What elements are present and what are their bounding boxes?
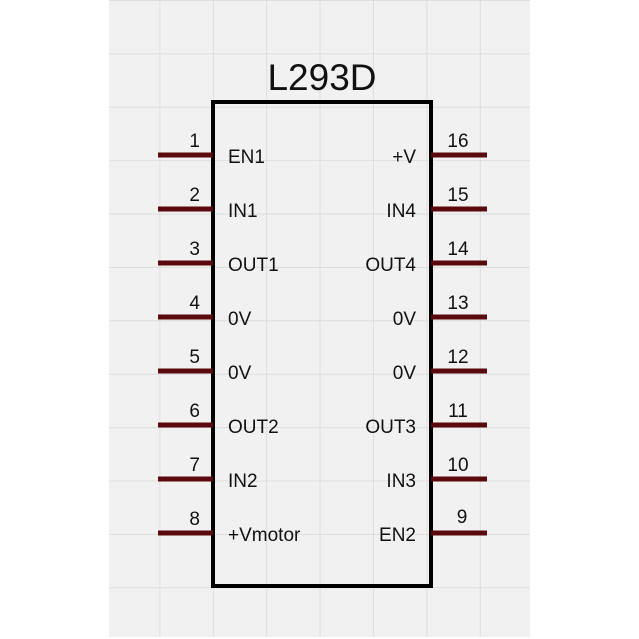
- ic-body: [211, 100, 433, 588]
- pin-number: 6: [189, 401, 200, 422]
- part-name: L293D: [267, 57, 376, 98]
- pin-label: IN1: [228, 201, 258, 222]
- pin-label: IN2: [228, 471, 258, 492]
- pin-number: 4: [189, 293, 200, 314]
- pin-label: OUT4: [365, 255, 416, 276]
- pin-label: OUT1: [228, 255, 279, 276]
- pin-number: 2: [189, 185, 200, 206]
- pin-label: 0V: [228, 309, 252, 330]
- pin-label: OUT2: [228, 417, 279, 438]
- pin-number: 9: [457, 507, 468, 528]
- pin-number: 15: [447, 185, 468, 206]
- pin-label: 0V: [393, 363, 417, 384]
- pin-number: 16: [447, 131, 468, 152]
- pin-number: 1: [189, 131, 200, 152]
- pin-label: IN4: [386, 201, 416, 222]
- pin-number: 14: [447, 239, 469, 260]
- pin-number: 10: [447, 455, 468, 476]
- pin-number: 5: [189, 347, 200, 368]
- pin-label: +V: [392, 147, 416, 168]
- pin-number: 11: [448, 401, 468, 422]
- pin-number: 8: [189, 509, 200, 530]
- pin-label: 0V: [393, 309, 417, 330]
- pin-label: IN3: [386, 471, 416, 492]
- pin-number: 12: [447, 347, 468, 368]
- pin-label: EN2: [379, 525, 416, 546]
- pin-label: 0V: [228, 363, 252, 384]
- pin-label: EN1: [228, 147, 265, 168]
- pin-label: +Vmotor: [228, 525, 301, 546]
- pin-label: OUT3: [365, 417, 416, 438]
- pin-number: 13: [447, 293, 468, 314]
- pin-number: 3: [189, 239, 200, 260]
- pin-number: 7: [189, 455, 200, 476]
